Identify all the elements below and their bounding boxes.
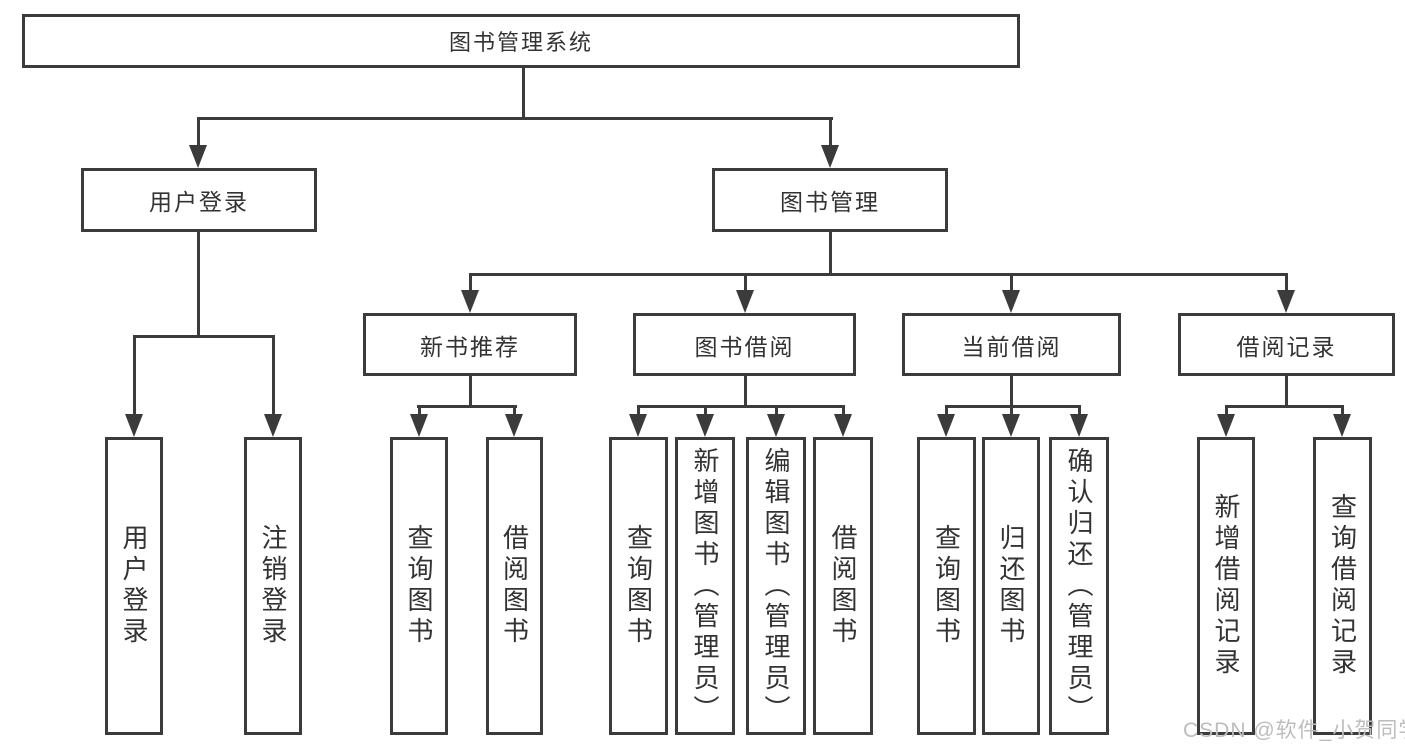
connector-line bbox=[133, 335, 274, 338]
leaf-bb-add-books: 新增图书（管理员） bbox=[675, 437, 735, 735]
leaf-br-query-record: 查询借阅记录 bbox=[1313, 437, 1372, 735]
arrow-down-icon bbox=[264, 414, 282, 437]
connector-line bbox=[1010, 273, 1013, 292]
connector-line bbox=[272, 335, 275, 415]
arrow-down-icon bbox=[410, 414, 428, 437]
arrow-down-icon bbox=[1333, 414, 1351, 437]
arrow-down-icon bbox=[767, 414, 785, 437]
node-current-borrow: 当前借阅 bbox=[902, 313, 1121, 376]
connector-line bbox=[1285, 273, 1288, 292]
node-user-login: 用户登录 bbox=[81, 168, 317, 232]
arrow-down-icon bbox=[736, 290, 754, 313]
arrow-down-icon bbox=[125, 414, 143, 437]
connector-line bbox=[744, 376, 747, 407]
leaf-bb-add-books-label: 新增图书（管理员） bbox=[690, 446, 720, 726]
connector-line bbox=[1225, 405, 1344, 408]
arrow-down-icon bbox=[505, 414, 523, 437]
connector-line bbox=[469, 273, 1287, 276]
arrow-down-icon bbox=[629, 414, 647, 437]
arrow-down-icon bbox=[1217, 414, 1235, 437]
connector-line bbox=[1078, 405, 1081, 416]
leaf-bb-query-books: 查询图书 bbox=[609, 437, 668, 735]
connector-line bbox=[829, 232, 832, 276]
arrow-down-icon bbox=[1002, 290, 1020, 313]
leaf-nb-query-books: 查询图书 bbox=[390, 437, 448, 735]
leaf-user-login-label: 用户登录 bbox=[119, 524, 149, 648]
connector-line bbox=[1285, 376, 1288, 407]
leaf-br-add-record-label: 新增借阅记录 bbox=[1211, 493, 1241, 679]
leaf-logout-label: 注销登录 bbox=[258, 524, 288, 648]
leaf-bb-edit-books: 编辑图书（管理员） bbox=[746, 437, 806, 735]
connector-line bbox=[197, 232, 200, 338]
leaf-br-add-record: 新增借阅记录 bbox=[1197, 437, 1255, 735]
connector-line bbox=[704, 405, 707, 416]
connector-line bbox=[417, 405, 517, 408]
node-book-borrow: 图书借阅 bbox=[633, 313, 856, 376]
connector-line bbox=[133, 335, 136, 415]
node-current-borrow-label: 当前借阅 bbox=[961, 333, 1062, 360]
watermark: CSDN @软件_小贺同学 bbox=[1183, 719, 1405, 742]
leaf-nb-query-books-label: 查询图书 bbox=[404, 524, 434, 648]
leaf-cb-confirm-return-label: 确认归还（管理员） bbox=[1064, 446, 1094, 726]
leaf-cb-return-books-label: 归还图书 bbox=[996, 524, 1026, 648]
connector-line bbox=[469, 376, 472, 407]
connector-line bbox=[637, 405, 640, 416]
leaf-cb-query-books-label: 查询图书 bbox=[931, 524, 962, 648]
connector-line bbox=[829, 117, 832, 146]
leaf-cb-confirm-return: 确认归还（管理员） bbox=[1049, 437, 1109, 735]
connector-line bbox=[775, 405, 778, 416]
connector-line bbox=[842, 405, 845, 416]
arrow-down-icon bbox=[1277, 290, 1295, 313]
leaf-bb-borrow-books: 借阅图书 bbox=[813, 437, 873, 735]
connector-line bbox=[1341, 405, 1344, 416]
arrow-down-icon bbox=[821, 145, 839, 168]
leaf-bb-edit-books-label: 编辑图书（管理员） bbox=[761, 446, 791, 726]
node-new-book-rec: 新书推荐 bbox=[363, 313, 577, 376]
arrow-down-icon bbox=[937, 414, 955, 437]
arrow-down-icon bbox=[1002, 414, 1020, 437]
node-borrow-records: 借阅记录 bbox=[1178, 313, 1395, 376]
leaf-nb-borrow-books-label: 借阅图书 bbox=[499, 524, 530, 648]
node-user-login-label: 用户登录 bbox=[149, 189, 249, 215]
connector-line bbox=[197, 117, 833, 120]
arrow-down-icon bbox=[1070, 414, 1088, 437]
arrow-down-icon bbox=[696, 414, 714, 437]
node-book-borrow-label: 图书借阅 bbox=[694, 333, 795, 360]
node-borrow-records-label: 借阅记录 bbox=[1236, 333, 1337, 360]
node-root-label: 图书管理系统 bbox=[448, 30, 593, 55]
connector-line bbox=[744, 273, 747, 292]
arrow-down-icon bbox=[461, 290, 479, 313]
arrow-down-icon bbox=[189, 145, 207, 168]
node-new-book-rec-label: 新书推荐 bbox=[420, 333, 520, 360]
connector-line bbox=[197, 117, 200, 146]
node-book-mgmt-label: 图书管理 bbox=[780, 189, 880, 215]
connector-line bbox=[1010, 376, 1013, 407]
leaf-cb-query-books: 查询图书 bbox=[917, 437, 976, 735]
leaf-user-login: 用户登录 bbox=[105, 437, 163, 735]
node-root: 图书管理系统 bbox=[22, 14, 1020, 68]
connector-line bbox=[945, 405, 1081, 408]
leaf-bb-query-books-label: 查询图书 bbox=[623, 524, 654, 648]
connector-line bbox=[469, 273, 472, 292]
connector-line bbox=[1010, 405, 1013, 416]
leaf-nb-borrow-books: 借阅图书 bbox=[486, 437, 543, 735]
connector-line bbox=[513, 405, 516, 416]
leaf-logout: 注销登录 bbox=[244, 437, 302, 735]
connector-line bbox=[637, 405, 845, 408]
connector-line bbox=[418, 405, 421, 416]
connector-line bbox=[945, 405, 948, 416]
node-book-mgmt: 图书管理 bbox=[712, 168, 948, 232]
connector-line bbox=[1225, 405, 1228, 416]
arrow-down-icon bbox=[834, 414, 852, 437]
leaf-br-query-record-label: 查询借阅记录 bbox=[1327, 493, 1358, 679]
leaf-cb-return-books: 归还图书 bbox=[982, 437, 1040, 735]
leaf-bb-borrow-books-label: 借阅图书 bbox=[828, 524, 858, 648]
connector-line bbox=[522, 68, 525, 120]
